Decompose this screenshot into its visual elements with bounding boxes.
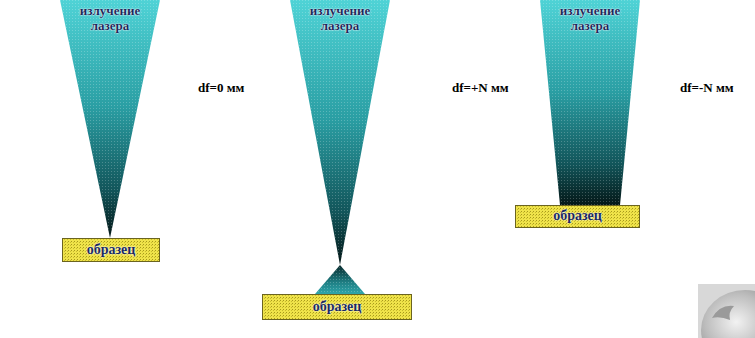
beam-shape [290, 0, 390, 265]
beam-label: излучение лазера [548, 4, 632, 34]
sample-label: образец [553, 208, 602, 224]
beam-stipple [60, 0, 160, 238]
beam-fill [60, 0, 160, 238]
sample-box: образец [62, 238, 160, 262]
beam-stipple [290, 0, 390, 265]
photo-disc [701, 290, 755, 338]
defocus-label: df=-N мм [680, 80, 734, 96]
sample-box: образец [262, 294, 412, 320]
photo-detail [712, 306, 734, 320]
laser-beam: излучение лазера [60, 0, 160, 238]
beam-label: излучение лазера [68, 4, 152, 34]
beam-fill [290, 0, 390, 265]
laser-beam: излучение лазера [290, 0, 390, 265]
beam-label: излучение лазера [298, 4, 382, 34]
defocus-label: df=0 мм [198, 80, 244, 96]
sample-fill [263, 295, 412, 320]
defocus-label: df=+N мм [452, 80, 509, 96]
sample-box: образец [515, 205, 640, 228]
beam-stipple [540, 0, 640, 205]
laser-beam: излучение лазера [540, 0, 640, 205]
beam-cone [315, 265, 365, 294]
beam-stipple [315, 265, 365, 294]
sample-label: образец [87, 242, 136, 258]
beam-fill [540, 0, 640, 205]
sample-fill [516, 206, 640, 228]
sample-label: образец [313, 299, 362, 315]
sample-fill [63, 239, 160, 262]
beam-shape [60, 0, 160, 238]
